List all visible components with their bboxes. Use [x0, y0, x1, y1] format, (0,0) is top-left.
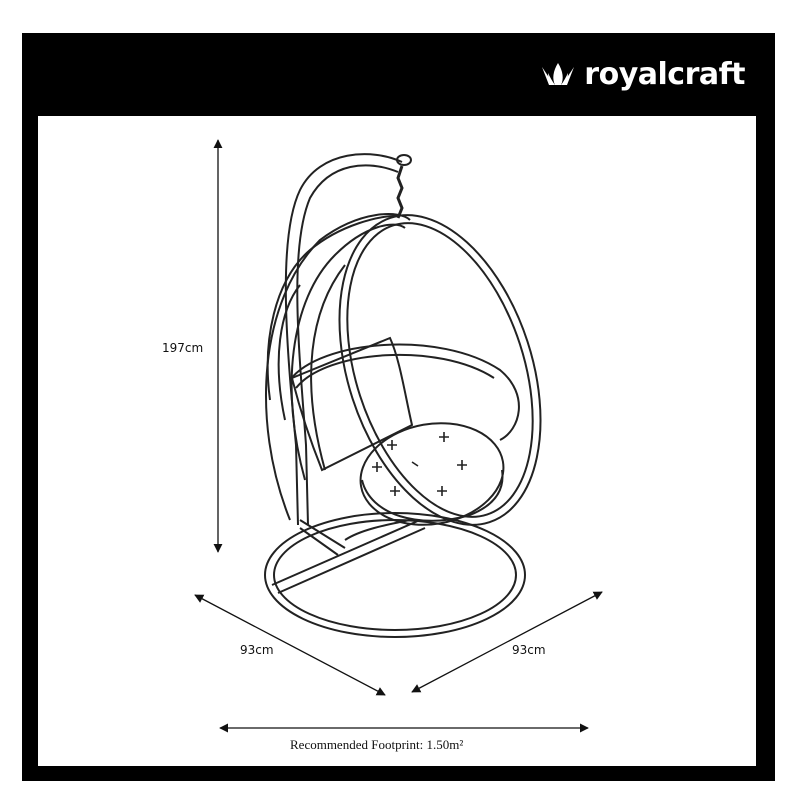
- waist-ring: [289, 343, 520, 441]
- front-oval-inner: [346, 222, 534, 518]
- brand-logo: royalcraft: [540, 52, 745, 96]
- seat-support: [344, 519, 411, 541]
- crown-logo-icon: [542, 63, 575, 85]
- width-dimension-line: [194, 594, 386, 696]
- base-strut: [271, 519, 426, 594]
- cage-rib-4: [277, 284, 301, 421]
- back-cushion: [290, 336, 414, 472]
- stand-pole-inner: [296, 164, 399, 526]
- cage-rib-2: [290, 223, 406, 481]
- cage-rib-1: [265, 213, 411, 521]
- waist-ring-inner: [295, 353, 495, 389]
- hook-cap: [396, 154, 412, 166]
- base-outer-ring: [264, 512, 526, 638]
- cage-rib-5: [266, 214, 401, 401]
- footprint-label: Recommended Footprint: 1.50m²: [290, 737, 463, 752]
- depth-label: 93cm: [512, 643, 546, 657]
- width-label: 93cm: [240, 643, 274, 657]
- brand-name: royalcraft: [584, 56, 745, 92]
- front-oval-outer: [338, 214, 542, 526]
- chair-drawing: [264, 153, 542, 638]
- seat-cushion-edge: [361, 469, 504, 522]
- cushion-tufts: [372, 432, 467, 496]
- chain: [396, 165, 404, 219]
- seat-cushion: [359, 422, 505, 526]
- depth-dimension-line: [411, 591, 603, 693]
- cage-rib-3: [310, 264, 346, 471]
- height-label: 197cm: [162, 341, 203, 355]
